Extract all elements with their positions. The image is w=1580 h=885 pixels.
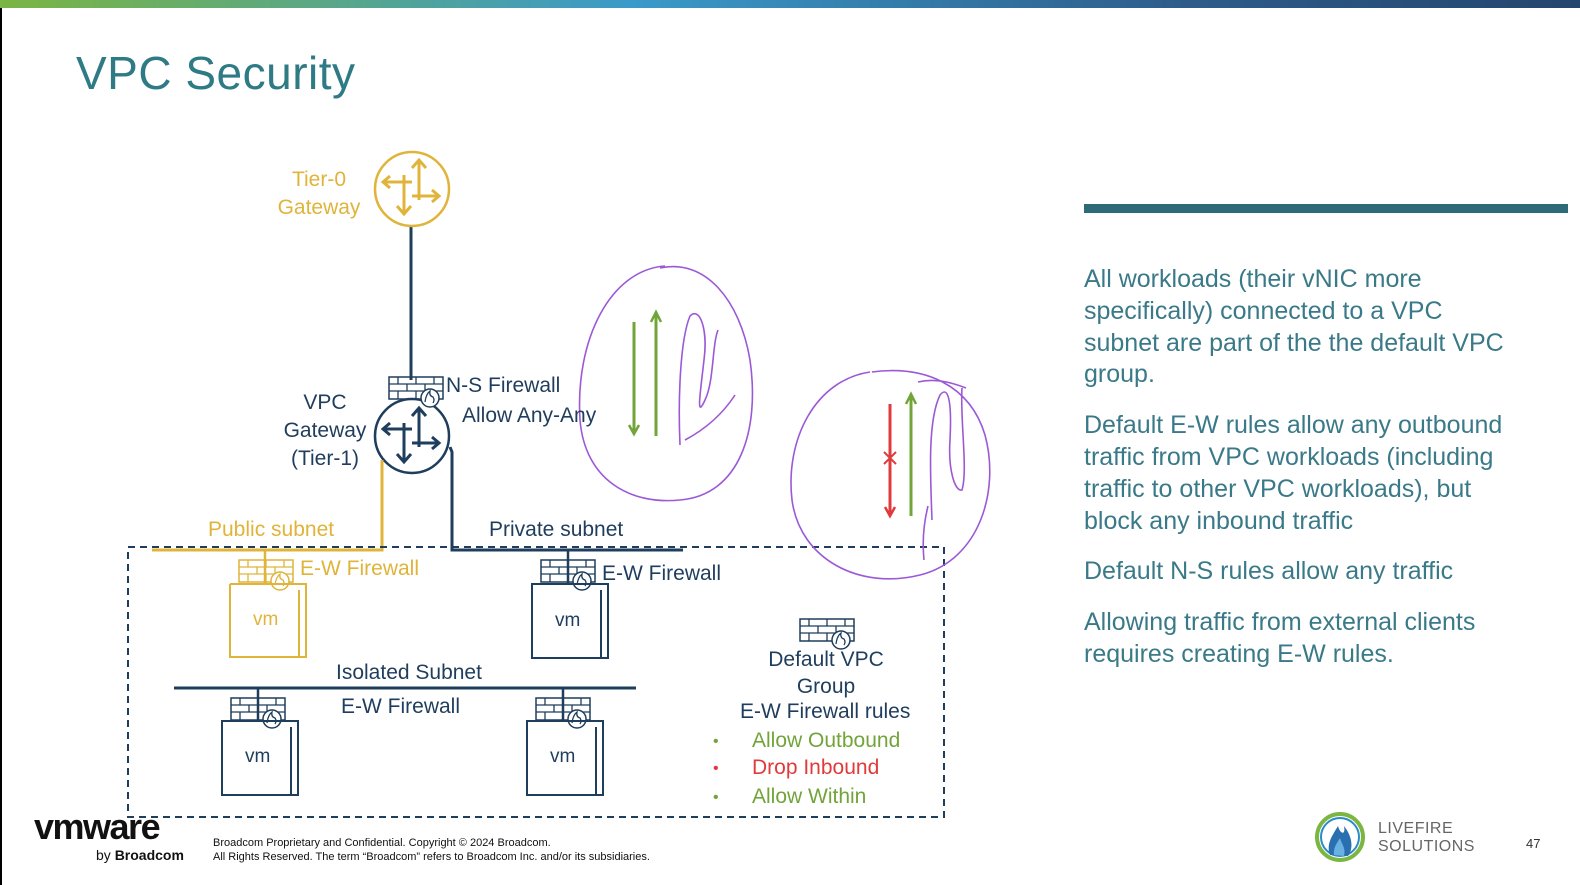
bullet-3: Default N-S rules allow any traffic <box>1084 557 1454 586</box>
logo-by: by <box>96 847 111 863</box>
isolated-left-vm-box <box>221 720 299 796</box>
slide-title: VPC Security <box>76 47 356 99</box>
isolated-left-vm-label: vm <box>245 746 271 767</box>
tier0-gateway-label: Tier-0 Gateway <box>268 166 370 222</box>
public-ew-firewall-icon <box>238 559 294 591</box>
vpc-boundary <box>127 546 945 818</box>
isolated-ew-firewall-label: E-W Firewall <box>341 695 460 718</box>
rule-bullet-2: • <box>713 760 719 777</box>
handwritten-annotations <box>578 265 991 580</box>
livefire-line2: SOLUTIONS <box>1378 838 1475 855</box>
public-subnet-line <box>152 460 384 552</box>
ew-traffic-arrows <box>883 391 918 519</box>
default-group-rules-title: E-W Firewall rules <box>740 700 911 723</box>
private-ew-firewall-icon <box>540 559 596 591</box>
tier0-gateway-icon <box>373 150 451 228</box>
accent-bar <box>1084 204 1568 213</box>
livefire-line1: LIVEFIRE <box>1378 820 1454 837</box>
vpc-gw-label-line1: VPC <box>303 391 347 414</box>
left-edge-line <box>0 8 2 885</box>
bullet-4: Allowing traffic from external clients r… <box>1084 608 1476 668</box>
vpc-gw-label-line2: Gateway <box>283 419 367 442</box>
bullet-1: All workloads (their vNIC more specifica… <box>1084 265 1504 389</box>
page-number: 47 <box>1526 836 1541 851</box>
default-group-line1: Default VPC <box>768 648 884 671</box>
bullet-list: All workloads (their vNIC more specifica… <box>1084 264 1524 690</box>
bullet-2: Default E-W rules allow any outbound tra… <box>1084 411 1503 535</box>
rule-allow-outbound: Allow Outbound <box>752 729 901 752</box>
vmware-logo: vmware <box>34 806 161 847</box>
vpc-gateway-icon <box>373 397 451 475</box>
copyright-text: Broadcom Proprietary and Confidential. C… <box>213 836 650 864</box>
default-group-line2: Group <box>796 675 856 698</box>
default-group-firewall-icon <box>799 618 855 650</box>
private-vm-box <box>531 583 609 659</box>
top-gradient-bar <box>0 0 1580 8</box>
isolated-left-firewall-icon <box>230 697 286 729</box>
default-vpc-group-label: Default VPC Group <box>736 646 916 700</box>
tier0-label-line1: Tier-0 <box>291 168 347 191</box>
ns-firewall-label: N-S Firewall <box>446 374 561 397</box>
livefire-logo-text: LIVEFIRE SOLUTIONS <box>1378 820 1475 856</box>
isolated-subnet-label: Isolated Subnet <box>336 661 482 684</box>
public-subnet-label: Public subnet <box>208 518 335 541</box>
isolated-right-firewall-icon <box>535 697 591 729</box>
tier0-label-line2: Gateway <box>277 196 361 219</box>
rule-drop-inbound: Drop Inbound <box>752 756 880 779</box>
rule-allow-within: Allow Within <box>752 785 867 808</box>
isolated-right-vm-label: vm <box>550 746 576 767</box>
isolated-right-vm-box <box>526 720 604 796</box>
rule-bullet-1: • <box>713 733 719 750</box>
allow-any-label: Allow Any-Any <box>462 404 597 427</box>
by-broadcom-logo: by Broadcom <box>96 847 184 863</box>
logo-broadcom: Broadcom <box>114 847 184 863</box>
vpc-gateway-label: VPC Gateway (Tier-1) <box>272 389 378 473</box>
vpc-gw-label-line3: (Tier-1) <box>290 447 360 470</box>
copyright-line1: Broadcom Proprietary and Confidential. C… <box>213 837 551 849</box>
copyright-line2: All Rights Reserved. The term “Broadcom”… <box>213 851 650 863</box>
public-vm-label: vm <box>253 609 279 630</box>
public-ew-firewall-label: E-W Firewall <box>300 557 419 580</box>
livefire-logo-icon <box>1315 812 1365 862</box>
private-vm-label: vm <box>555 610 581 631</box>
rule-bullet-3: • <box>713 789 719 806</box>
public-vm-box <box>229 583 307 658</box>
private-ew-firewall-label: E-W Firewall <box>602 562 721 585</box>
ns-traffic-arrows <box>627 309 663 437</box>
private-subnet-label: Private subnet <box>489 518 624 541</box>
